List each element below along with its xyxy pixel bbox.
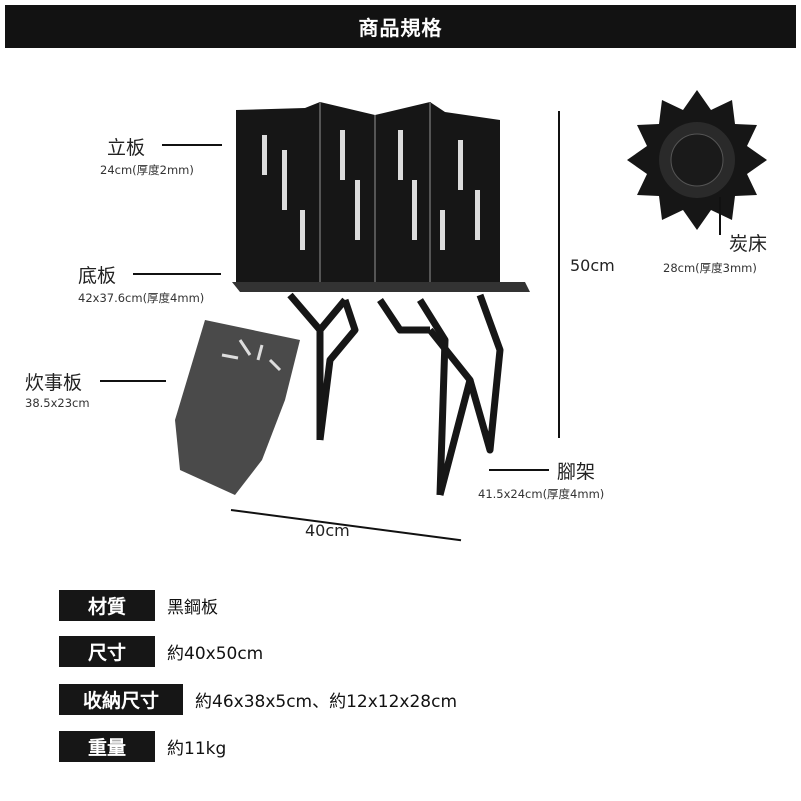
panel-spec: 24cm(厚度2mm) [100, 163, 194, 177]
height-dimension: 50cm [570, 256, 615, 275]
charcoal-leader-line [719, 197, 721, 235]
spec-value: 約11kg [167, 739, 227, 759]
cooking-plate-label: 炊事板 [25, 372, 83, 394]
legs-spec: 41.5x24cm(厚度4mm) [478, 487, 605, 501]
spec-row-material: 材質 黑鋼板 [59, 590, 218, 621]
spec-value: 約40x50cm [167, 644, 264, 664]
panel-label: 立板 [107, 137, 146, 159]
spec-label: 材質 [59, 590, 155, 621]
width-dimension: 40cm [305, 521, 350, 540]
spec-label: 尺寸 [59, 636, 155, 667]
base-spec: 42x37.6cm(厚度4mm) [78, 291, 205, 305]
panel-leader-line [162, 144, 222, 146]
spec-value: 黑鋼板 [167, 598, 218, 618]
base-leader-line [133, 273, 221, 275]
spec-label: 收納尺寸 [59, 684, 183, 715]
page-title: 商品規格 [5, 5, 796, 48]
charcoal-bed [627, 90, 767, 230]
spec-row-size: 尺寸 約40x50cm [59, 636, 263, 667]
legs [287, 292, 504, 496]
spec-value: 約46x38x5cm、約12x12x28cm [195, 692, 458, 712]
spec-row-storage-size: 收納尺寸 約46x38x5cm、約12x12x28cm [59, 684, 457, 715]
legs-label: 腳架 [557, 461, 596, 483]
cooking-plate [175, 320, 300, 495]
charcoal-spec: 28cm(厚度3mm) [663, 261, 757, 275]
base-plate [232, 282, 530, 292]
cooking-plate-slots [221, 339, 282, 372]
spec-row-weight: 重量 約11kg [59, 731, 226, 762]
charcoal-label: 炭床 [729, 233, 768, 255]
base-label: 底板 [78, 265, 117, 287]
cooking-leader-line [100, 380, 166, 382]
cooking-plate-spec: 38.5x23cm [25, 396, 90, 410]
height-dimension-line [558, 111, 560, 438]
spec-label: 重量 [59, 731, 155, 762]
legs-leader-line [489, 469, 549, 471]
side-panels [236, 102, 500, 285]
